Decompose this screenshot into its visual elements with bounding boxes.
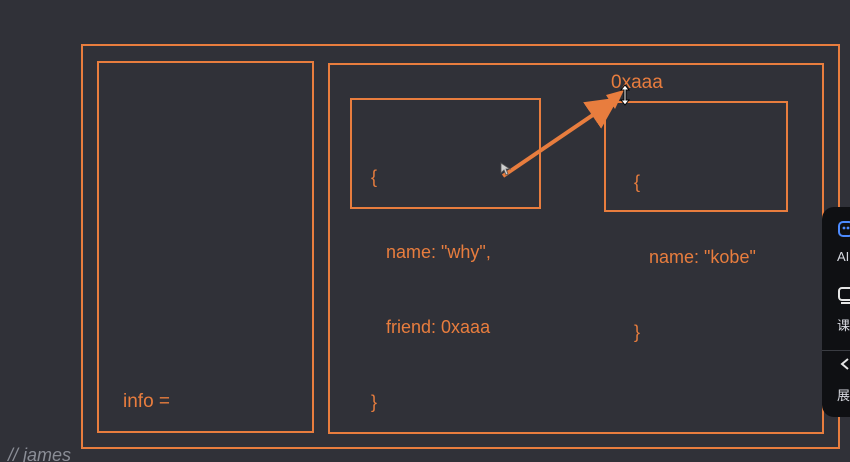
- stack-memory-frame: [97, 61, 314, 433]
- code-line: }: [634, 322, 641, 342]
- course-icon: [838, 287, 850, 304]
- toolbar-divider: [822, 350, 850, 351]
- code-line: friend: 0xaaa: [371, 317, 491, 337]
- resize-cursor-icon: [619, 84, 631, 106]
- floating-side-toolbar: AI 课 展: [822, 207, 850, 417]
- object-why-box: { name: "why", friend: 0xaaa }: [350, 98, 541, 412]
- toolbar-item-label: 展: [837, 388, 850, 403]
- code-line: name: "kobe": [634, 247, 756, 267]
- ai-chat-icon: [838, 221, 850, 237]
- object-why-code: { name: "why", friend: 0xaaa }: [371, 115, 491, 462]
- toolbar-item-label: 课: [837, 318, 850, 333]
- code-line: {: [371, 167, 378, 187]
- code-line: {: [634, 172, 641, 192]
- pointer-cursor-icon: [500, 162, 512, 176]
- code-line: name: "why",: [371, 242, 491, 262]
- object-kobe-code: { name: "kobe" }: [634, 120, 756, 395]
- toolbar-item-label: AI: [837, 249, 850, 264]
- stack-variable-label: info =: [123, 391, 171, 412]
- object-kobe-box: { name: "kobe" }: [604, 101, 788, 342]
- code-line: }: [371, 392, 378, 412]
- expand-icon: [840, 358, 849, 370]
- code-comment: // james: [8, 445, 72, 462]
